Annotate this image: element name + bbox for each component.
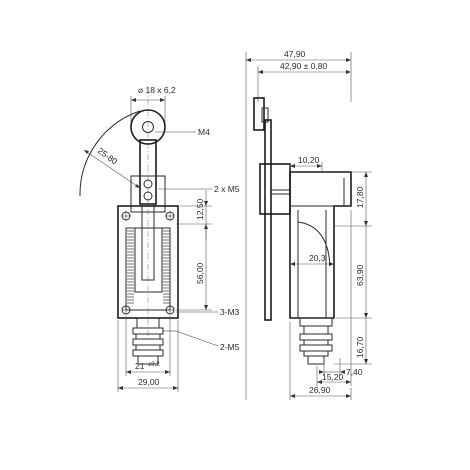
roller-side <box>253 97 265 131</box>
dim-17-80-label: 17,80 <box>355 186 365 208</box>
plunger-rod <box>141 203 155 281</box>
arm-swing-arc <box>79 110 141 197</box>
lever-hub <box>130 175 166 213</box>
dim-20-3-label: 20,3 <box>309 253 326 263</box>
dimension-7-40: 7,40 <box>319 358 363 377</box>
arm-length-dimension: 25-80 <box>83 146 141 189</box>
dim-7-40-label: 7,40 <box>346 367 363 377</box>
mount-holes-label: 2 x M5 <box>214 184 240 194</box>
plunger-slot <box>134 228 163 293</box>
dim-26-90-label: 26,90 <box>309 385 331 395</box>
connector-label: 2-M5 <box>220 342 240 352</box>
side-view: 47,90 42,90 ± 0,80 <box>245 49 372 400</box>
dim-10-20-label: 10,20 <box>298 155 320 165</box>
screw-m4-label: M4 <box>198 127 210 137</box>
dimension-29-00: 29,00 <box>117 320 179 392</box>
roller-diameter-dimension: ⌀ 18 x 6,2 <box>130 85 176 122</box>
body-side <box>289 171 352 319</box>
body-side-curve <box>297 221 331 267</box>
roller-inner <box>142 121 154 133</box>
dim-16-70-label: 16,70 <box>355 336 365 358</box>
lever-arm <box>139 139 157 205</box>
cable-connector <box>132 317 164 365</box>
dim-47-90-label: 47,90 <box>284 49 306 59</box>
dim-12-50-label: 12,50 <box>195 198 205 220</box>
dimension-20-3: 20,3 <box>290 253 334 266</box>
lever-hole-upper <box>143 179 153 189</box>
dimension-10-20: 10,20 <box>289 155 323 172</box>
front-view: ⌀ 18 x 6,2 M4 25-80 2 x M5 <box>79 85 240 392</box>
dimension-26-90: 26,90 <box>289 322 352 400</box>
dimension-15-20: 15,20 <box>316 210 352 386</box>
arm-length-label: 25-80 <box>96 146 120 167</box>
dimension-16-70: 16,70 <box>334 318 372 365</box>
dim-42-90-label: 42,90 ± 0,80 <box>280 61 327 71</box>
dimension-56-00: 56,00 <box>176 224 212 311</box>
roller-size-label: ⌀ 18 x 6,2 <box>138 85 176 95</box>
roller-outer <box>130 109 166 145</box>
plunger-cavity <box>125 227 171 311</box>
dim-63-90-label: 63,90 <box>355 264 365 286</box>
lever-hole-lower <box>143 191 153 201</box>
dim-21-tolerance: ±0,2 <box>148 362 160 368</box>
dimension-42-90: 42,90 ± 0,80 <box>257 61 351 102</box>
connector-side <box>299 317 333 365</box>
dim-15-20-label: 15,20 <box>322 372 344 382</box>
spring-hatching <box>127 230 170 304</box>
dimension-47-90: 47,90 <box>245 49 352 102</box>
dimension-12-50: 12,50 <box>176 190 212 240</box>
dim-56-00-label: 56,00 <box>195 262 205 284</box>
dim-21-label: 21 <box>135 361 145 371</box>
dimension-63-90: 63,90 <box>336 226 372 319</box>
bottom-holes-label: 3-M3 <box>220 307 240 317</box>
dim-29-label: 29,00 <box>138 377 160 387</box>
lever-arm-side <box>264 119 272 321</box>
dimension-17-80: 17,80 <box>334 171 372 227</box>
dimension-21: 21 ±0,2 <box>125 316 171 376</box>
